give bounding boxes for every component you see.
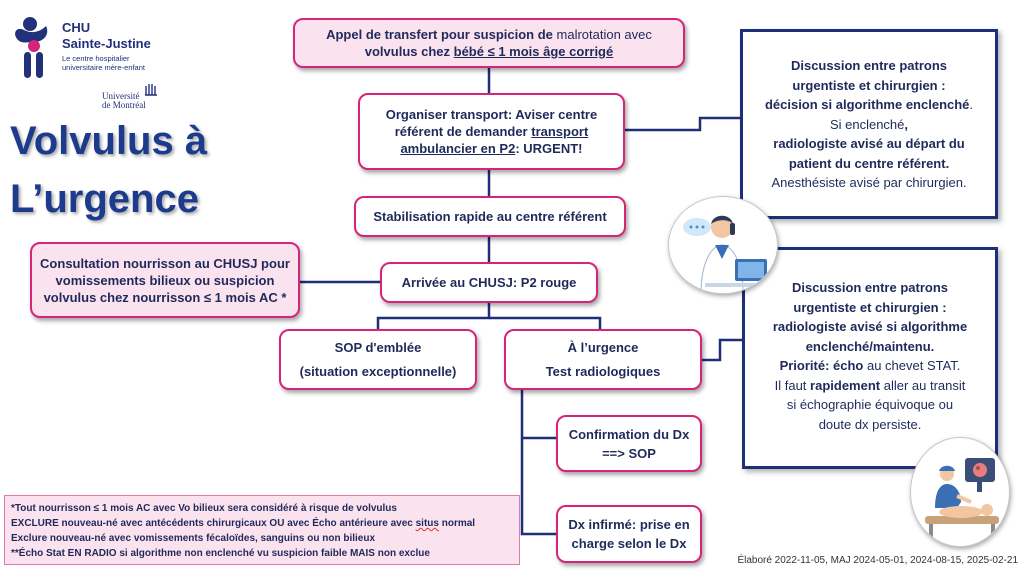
connector-note2 [702,338,742,362]
organize-transport-box: Organiser transport: Aviser centre référ… [358,93,625,170]
footnote-line-3: Exclure nouveau-né avec vomissements féc… [11,533,376,544]
note1-line-2: urgentiste et chirurgien : [792,77,946,93]
logo-chu-text: CHU [62,20,91,35]
stabilization-box: Stabilisation rapide au centre référent [354,196,626,237]
note2-line-8: doute dx persiste. [818,416,922,432]
note1-line-4b: , [904,116,909,132]
sop-box: SOP d'emblée (situation exceptionnelle) [279,329,477,390]
call-text-1: Appel de transfert pour suspicion de [326,27,557,42]
confirmation-box: Confirmation du Dx ==> SOP [556,415,702,472]
ultrasound-illustration [910,437,1010,547]
infirm-line-2: charge selon le Dx [571,536,687,551]
note2-line-7: si échographie équivoque ou [786,397,954,412]
revision-dates: Élaboré 2022-11-05, MAJ 2024-05-01, 2024… [737,555,1018,566]
footnote-line-1: *Tout nourrisson ≤ 1 mois AC avec Vo bil… [11,503,397,514]
arrival-text: Arrivée au CHUSJ: P2 rouge [401,275,577,290]
arrival-box: Arrivée au CHUSJ: P2 rouge [380,262,598,303]
note2-line-5a: Priorité: écho [779,358,864,373]
chu-sainte-justine-logo: CHU Sainte-Justine Le centre hospitalier… [10,14,160,114]
note1-line-1: Discussion entre patrons [790,58,948,73]
call-text-3: volvulus chez [364,44,454,59]
note2-line-6b: rapidement [810,377,881,393]
infirmed-box: Dx infirmé: prise en charge selon le Dx [556,505,702,563]
call-text-2: malrotation avec [556,27,652,42]
connector-er-infirm [520,390,556,536]
note1-line-3a: décision si algorithme enclenché [764,97,970,112]
chu-logo-icon [15,17,48,78]
call-text-4: bébé ≤ 1 mois âge corrigé [453,44,614,59]
university-line-1: Université [102,91,140,101]
infirm-line-1: Dx infirmé: prise en [568,517,690,532]
page-title: Volvulus à L’urgence [10,112,240,228]
note2-line-4: enclenché/maintenu. [805,338,935,354]
udem-emblem-icon [145,84,157,96]
emergency-box: À l’urgence Test radiologiques [504,329,702,390]
university-line-2: de Montréal [102,100,146,110]
connector-arrival-sop [376,303,491,329]
logo-subtitle-1: Le centre hospitalier [62,54,130,63]
note-decision-box: Discussion entre patrons urgentiste et c… [740,29,998,219]
doctor-on-phone-icon [683,215,775,293]
note2-line-5b: au chevet STAT. [863,358,961,373]
note2-line-2: urgentiste et chirurgien : [793,299,947,315]
footnote-line-4: **Écho Stat EN RADIO si algorithme non e… [11,548,430,559]
connector-note1 [625,116,740,132]
organize-text-5: : URGENT! [515,141,583,156]
connector-arrival-er [489,316,602,329]
consultation-box: Consultation nourrisson au CHUSJ pour vo… [30,242,300,318]
consult-line-1: Consultation nourrisson au CHUSJ pour [40,255,290,271]
organize-text-3: transport [531,124,589,139]
organize-text-2: référent de demander [394,124,532,139]
consult-line-2: vomissements bilieux ou suspicion [55,272,275,288]
note1-line-7: Anesthésiste avisé par chirurgien. [771,175,967,190]
footnote-line-2c: normal [438,518,476,529]
logo-sainte-justine-text: Sainte-Justine [62,36,151,51]
stabilization-text: Stabilisation rapide au centre référent [373,209,607,224]
er-line-2: Test radiologiques [545,363,661,379]
footnote-line-2: EXCLURE nouveau-né avec antécédents chir… [11,516,513,531]
note2-line-3: radiologiste avisé si algorithme [772,319,968,334]
er-line-1: À l’urgence [567,339,639,355]
confirm-line-1: Confirmation du Dx [568,426,690,442]
footnote-line-2a: EXCLURE nouveau-né avec antécédents chir… [11,518,416,529]
note2-line-6c: aller au transit [880,377,966,393]
note2-line-6a: Il faut [774,377,811,393]
sop-line-1: SOP d'emblée [334,339,422,355]
title-line-2: L’urgence [10,177,199,221]
note2-line-1: Discussion entre patrons [791,280,949,295]
note1-line-3b: . [969,97,974,112]
note1-line-5: radiologiste avisé au départ du [773,136,965,151]
universite-de-montreal-logo: Université de Montréal [102,92,146,110]
organize-text-4: ambulancier en P2 [400,141,516,156]
footnote-line-2b: situs [415,518,439,529]
title-line-1: Volvulus à [10,119,208,163]
doctor-on-phone-illustration [668,196,778,294]
consult-line-3: volvulus chez nourrisson ≤ 1 mois AC * [43,289,287,305]
note-radiology-box: Discussion entre patrons urgentiste et c… [742,247,998,469]
transfer-call-box: Appel de transfert pour suspicion de mal… [293,18,685,68]
confirm-line-2: ==> SOP [602,445,656,461]
sop-line-2: (situation exceptionnelle) [299,363,457,379]
note1-line-6: patient du centre référent. [788,155,950,171]
footnotes-box: *Tout nourrisson ≤ 1 mois AC avec Vo bil… [4,495,520,565]
organize-text-1: Organiser transport: Aviser centre [385,107,598,122]
logo-subtitle-2: universitaire mère-enfant [62,63,145,72]
note1-line-4a: Si enclenché [829,116,905,132]
ultrasound-exam-icon [925,458,999,538]
